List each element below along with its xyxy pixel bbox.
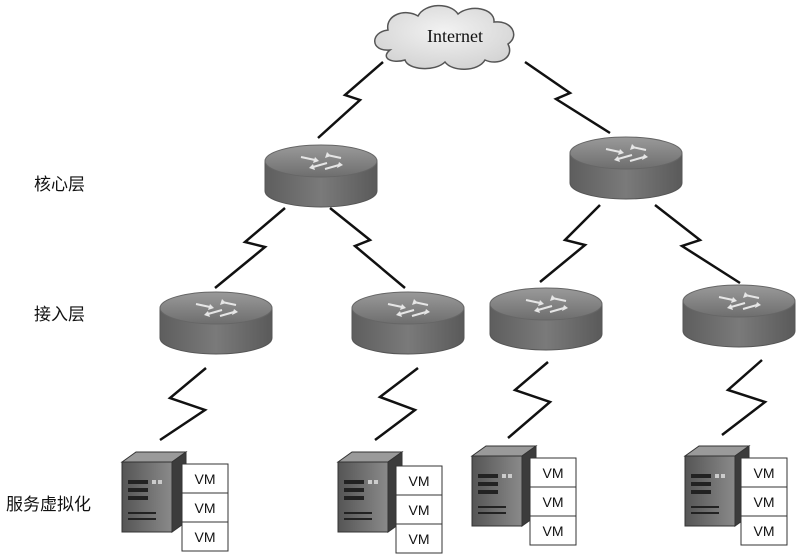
server-group-1: VM VM VM xyxy=(121,451,229,552)
server-3-icon xyxy=(471,445,537,527)
link-internet-core-right xyxy=(524,60,611,135)
core-layer-label: 核心层 xyxy=(34,175,85,195)
server-group-2: VM VM VM xyxy=(337,451,443,554)
link-core1-access1 xyxy=(214,207,286,289)
vm-label: VM xyxy=(195,500,216,516)
link-access1-server1 xyxy=(159,367,208,442)
server-2-icon xyxy=(337,451,403,533)
vm-label: VM xyxy=(195,529,216,545)
link-core1-access2 xyxy=(329,207,406,289)
access-router-2-icon xyxy=(351,291,465,355)
server-virtualization-label: 服务虚拟化 xyxy=(6,495,91,515)
access-router-3-icon xyxy=(489,287,603,351)
server-group-4: VM VM VM xyxy=(684,445,788,546)
link-internet-core-left xyxy=(317,61,384,139)
access-router-1-icon xyxy=(159,291,273,355)
access-layer-label: 接入层 xyxy=(34,305,85,325)
access-router-4-icon xyxy=(682,284,796,348)
vm-label: VM xyxy=(543,465,564,481)
server-group-3: VM VM VM xyxy=(471,445,577,546)
link-access2-server2 xyxy=(374,367,419,441)
server-4-icon xyxy=(684,445,750,527)
core-router-1-icon xyxy=(264,144,378,208)
server-1-icon xyxy=(121,451,187,533)
core-router-2-icon xyxy=(569,136,683,200)
vm-label: VM xyxy=(543,523,564,539)
vm-label: VM xyxy=(409,473,430,489)
vm-label: VM xyxy=(754,465,775,481)
link-access3-server3 xyxy=(507,361,553,439)
vm-label: VM xyxy=(195,471,216,487)
vm-label: VM xyxy=(754,523,775,539)
vm-label: VM xyxy=(409,502,430,518)
vm-label: VM xyxy=(754,494,775,510)
internet-cloud-icon: Internet xyxy=(374,4,515,70)
internet-label: Internet xyxy=(427,26,483,46)
vm-label: VM xyxy=(409,531,430,547)
link-core2-access4 xyxy=(654,204,741,285)
vm-label: VM xyxy=(543,494,564,510)
link-access4-server4 xyxy=(721,359,768,436)
link-core2-access3 xyxy=(539,204,601,283)
